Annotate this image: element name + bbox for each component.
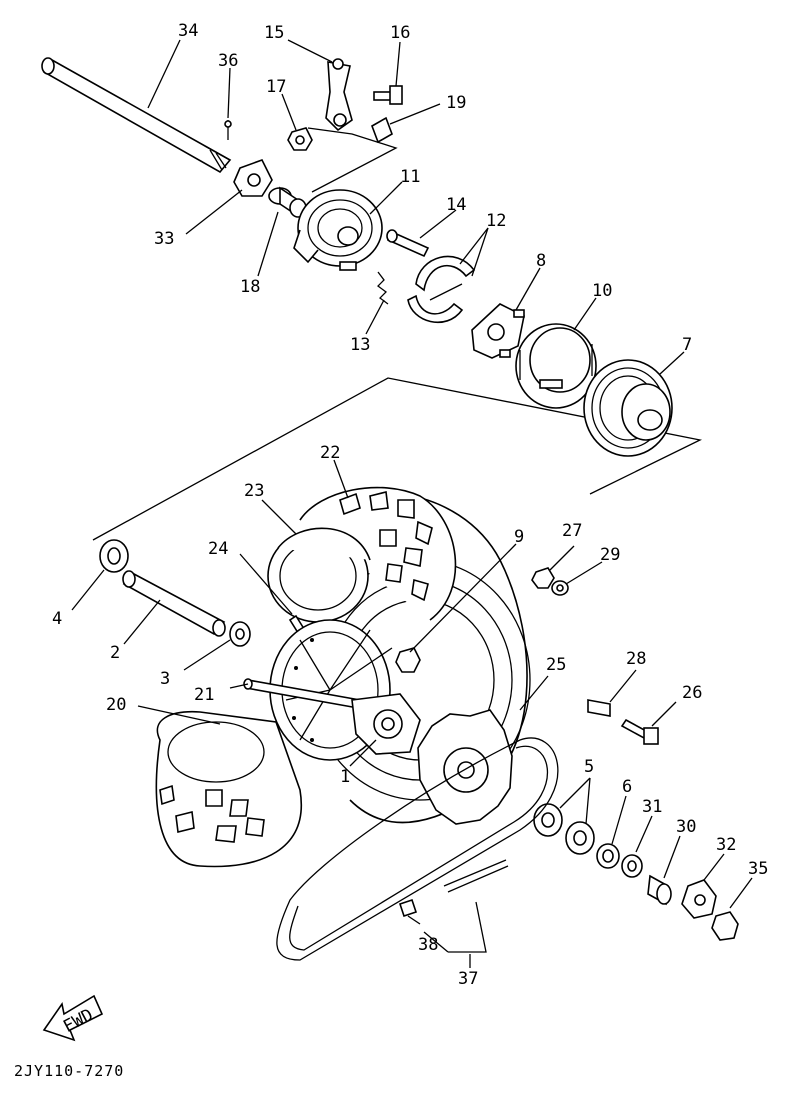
axle-part xyxy=(41,57,232,174)
callout-28: 28 xyxy=(626,649,646,669)
callout-2: 2 xyxy=(110,643,120,663)
assembly-outline xyxy=(92,377,703,541)
callout-12: 12 xyxy=(486,211,506,231)
callout-29: 29 xyxy=(600,545,620,565)
rim-band-part xyxy=(267,527,371,623)
callout-26: 26 xyxy=(682,683,702,703)
callout-labels: 34 36 15 16 17 19 33 18 11 14 12 13 8 10… xyxy=(52,21,768,989)
callout-30: 30 xyxy=(676,817,696,837)
callout-17: 17 xyxy=(266,77,286,97)
callout-11: 11 xyxy=(400,167,420,187)
callout-36: 36 xyxy=(218,51,238,71)
indicator-plate-part xyxy=(371,116,393,144)
callout-5: 5 xyxy=(584,757,594,777)
spacer-flange-part xyxy=(471,303,525,359)
callout-18: 18 xyxy=(240,277,260,297)
callout-33: 33 xyxy=(154,229,174,249)
chain-puller-part xyxy=(587,699,611,717)
brake-drum-ring-part xyxy=(515,323,597,409)
callout-32: 32 xyxy=(716,835,736,855)
bushing-part xyxy=(229,621,251,647)
leader-lines xyxy=(71,39,753,968)
brake-cam-part xyxy=(386,229,430,258)
callout-14: 14 xyxy=(446,195,466,215)
sprocket-nut-part xyxy=(681,879,717,919)
callout-27: 27 xyxy=(562,521,582,541)
callout-37: 37 xyxy=(458,969,478,989)
brake-shoe-part xyxy=(407,255,476,324)
cotter-pin-part xyxy=(224,120,232,140)
drive-chain-part xyxy=(276,737,559,961)
adjust-bolt-part xyxy=(620,718,659,745)
callout-19: 19 xyxy=(446,93,466,113)
fwd-arrow-icon: FWD xyxy=(42,994,104,1042)
callout-3: 3 xyxy=(160,669,170,689)
callout-23: 23 xyxy=(244,481,264,501)
callout-8: 8 xyxy=(536,251,546,271)
hub-nut-part xyxy=(395,647,421,673)
spring-part xyxy=(377,271,389,305)
spacer-tube-part xyxy=(122,570,226,637)
callout-6: 6 xyxy=(622,777,632,797)
callout-7: 7 xyxy=(682,335,692,355)
brake-lever-part xyxy=(325,58,353,132)
hub-drum-part xyxy=(583,359,673,457)
callout-24: 24 xyxy=(208,539,228,559)
sprocket-part xyxy=(417,709,513,825)
bolt-part xyxy=(373,85,403,105)
callout-22: 22 xyxy=(320,443,340,463)
callout-1: 1 xyxy=(340,767,350,787)
callout-13: 13 xyxy=(350,335,370,355)
axle-nut-part xyxy=(233,159,273,197)
callout-4: 4 xyxy=(52,609,62,629)
callout-31: 31 xyxy=(642,797,662,817)
front-tire-part xyxy=(155,710,303,868)
callout-25: 25 xyxy=(546,655,566,675)
nut-35-part xyxy=(711,911,739,941)
bearing-5-part xyxy=(533,803,595,855)
callout-9: 9 xyxy=(514,527,524,547)
bearing-left-part xyxy=(99,539,129,573)
collar-part xyxy=(268,186,307,218)
chain-joint-part xyxy=(398,898,418,918)
callout-20: 20 xyxy=(106,695,126,715)
nut-27-part xyxy=(531,567,555,589)
callout-38: 38 xyxy=(418,935,438,955)
callout-15: 15 xyxy=(264,23,284,43)
collar-30-part xyxy=(647,874,672,906)
callout-16: 16 xyxy=(390,23,410,43)
callout-35: 35 xyxy=(748,859,768,879)
callout-10: 10 xyxy=(592,281,612,301)
brake-panel-part xyxy=(293,189,383,271)
washer-31-part xyxy=(621,854,643,878)
callout-21: 21 xyxy=(194,685,214,705)
nut-part xyxy=(287,127,313,151)
oil-seal-part xyxy=(596,843,620,869)
callout-34: 34 xyxy=(178,21,198,41)
washer-29-part xyxy=(551,580,569,596)
drawing-code: 2JY110-7270 xyxy=(14,1062,124,1080)
hub-part xyxy=(351,693,421,755)
upper-tire-part xyxy=(299,486,457,621)
